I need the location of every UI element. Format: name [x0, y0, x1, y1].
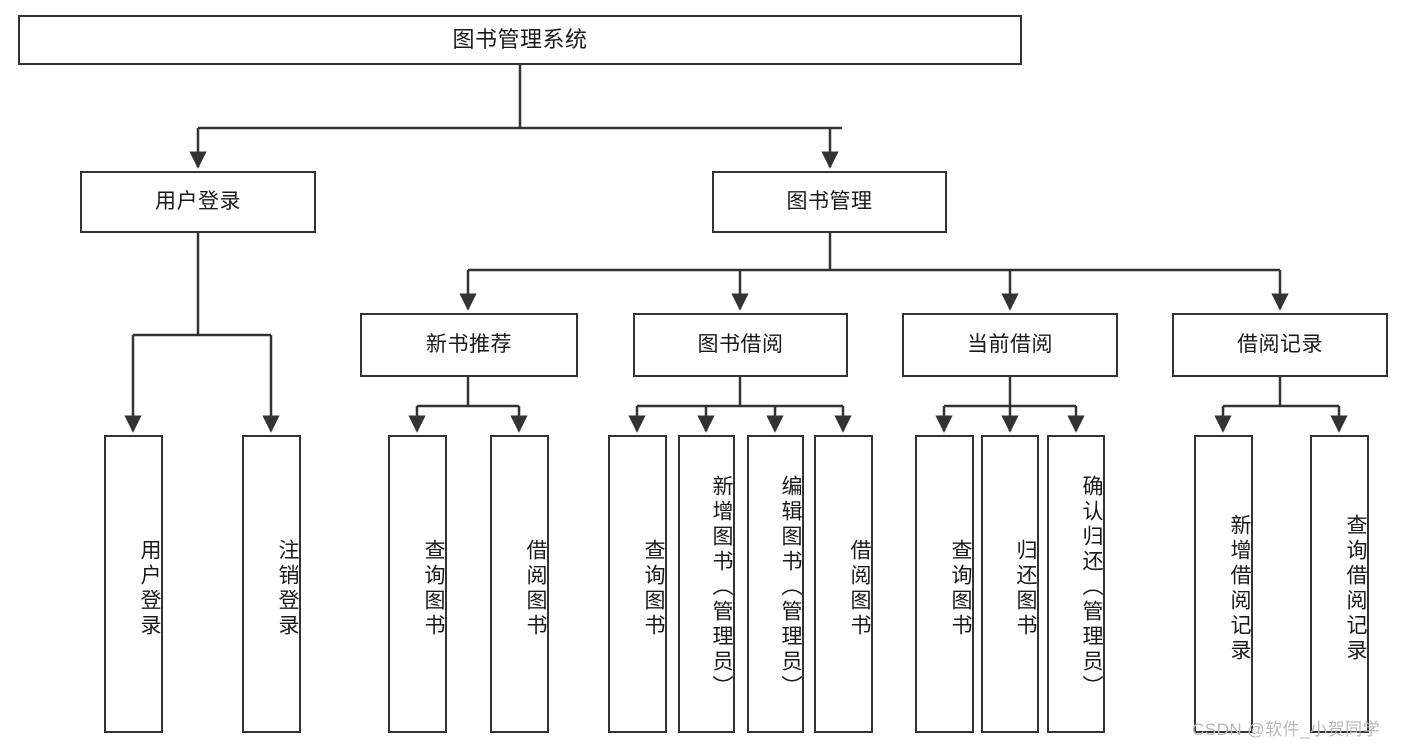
leaf-add-book[interactable]: 新增图书（管理员）: [678, 435, 735, 733]
node-user-login[interactable]: 用户登录: [80, 171, 316, 233]
node-borrow-record[interactable]: 借阅记录: [1172, 313, 1388, 377]
leaf-user-login[interactable]: 用户登录: [104, 435, 163, 733]
leaf-borrow-book-recommend[interactable]: 借阅图书: [490, 435, 549, 733]
leaf-edit-book[interactable]: 编辑图书（管理员）: [747, 435, 804, 733]
leaf-query-book-recommend[interactable]: 查询图书: [388, 435, 447, 733]
leaf-query-borrow-record[interactable]: 查询借阅记录: [1310, 435, 1369, 733]
node-root-system[interactable]: 图书管理系统: [18, 15, 1022, 65]
node-book-manage[interactable]: 图书管理: [712, 171, 947, 233]
leaf-add-borrow-record[interactable]: 新增借阅记录: [1194, 435, 1253, 733]
leaf-query-book-borrow[interactable]: 查询图书: [608, 435, 667, 733]
leaf-borrow-book[interactable]: 借阅图书: [814, 435, 873, 733]
leaf-confirm-return[interactable]: 确认归还（管理员）: [1047, 435, 1105, 733]
csdn-watermark: CSDN @软件_小贺同学: [1192, 720, 1381, 739]
leaf-return-book[interactable]: 归还图书: [981, 435, 1039, 733]
node-book-borrow[interactable]: 图书借阅: [633, 313, 848, 377]
leaf-query-book-current[interactable]: 查询图书: [915, 435, 974, 733]
node-current-borrow[interactable]: 当前借阅: [902, 313, 1118, 377]
leaf-user-logout[interactable]: 注销登录: [242, 435, 301, 733]
node-new-book-recommend[interactable]: 新书推荐: [360, 313, 578, 377]
